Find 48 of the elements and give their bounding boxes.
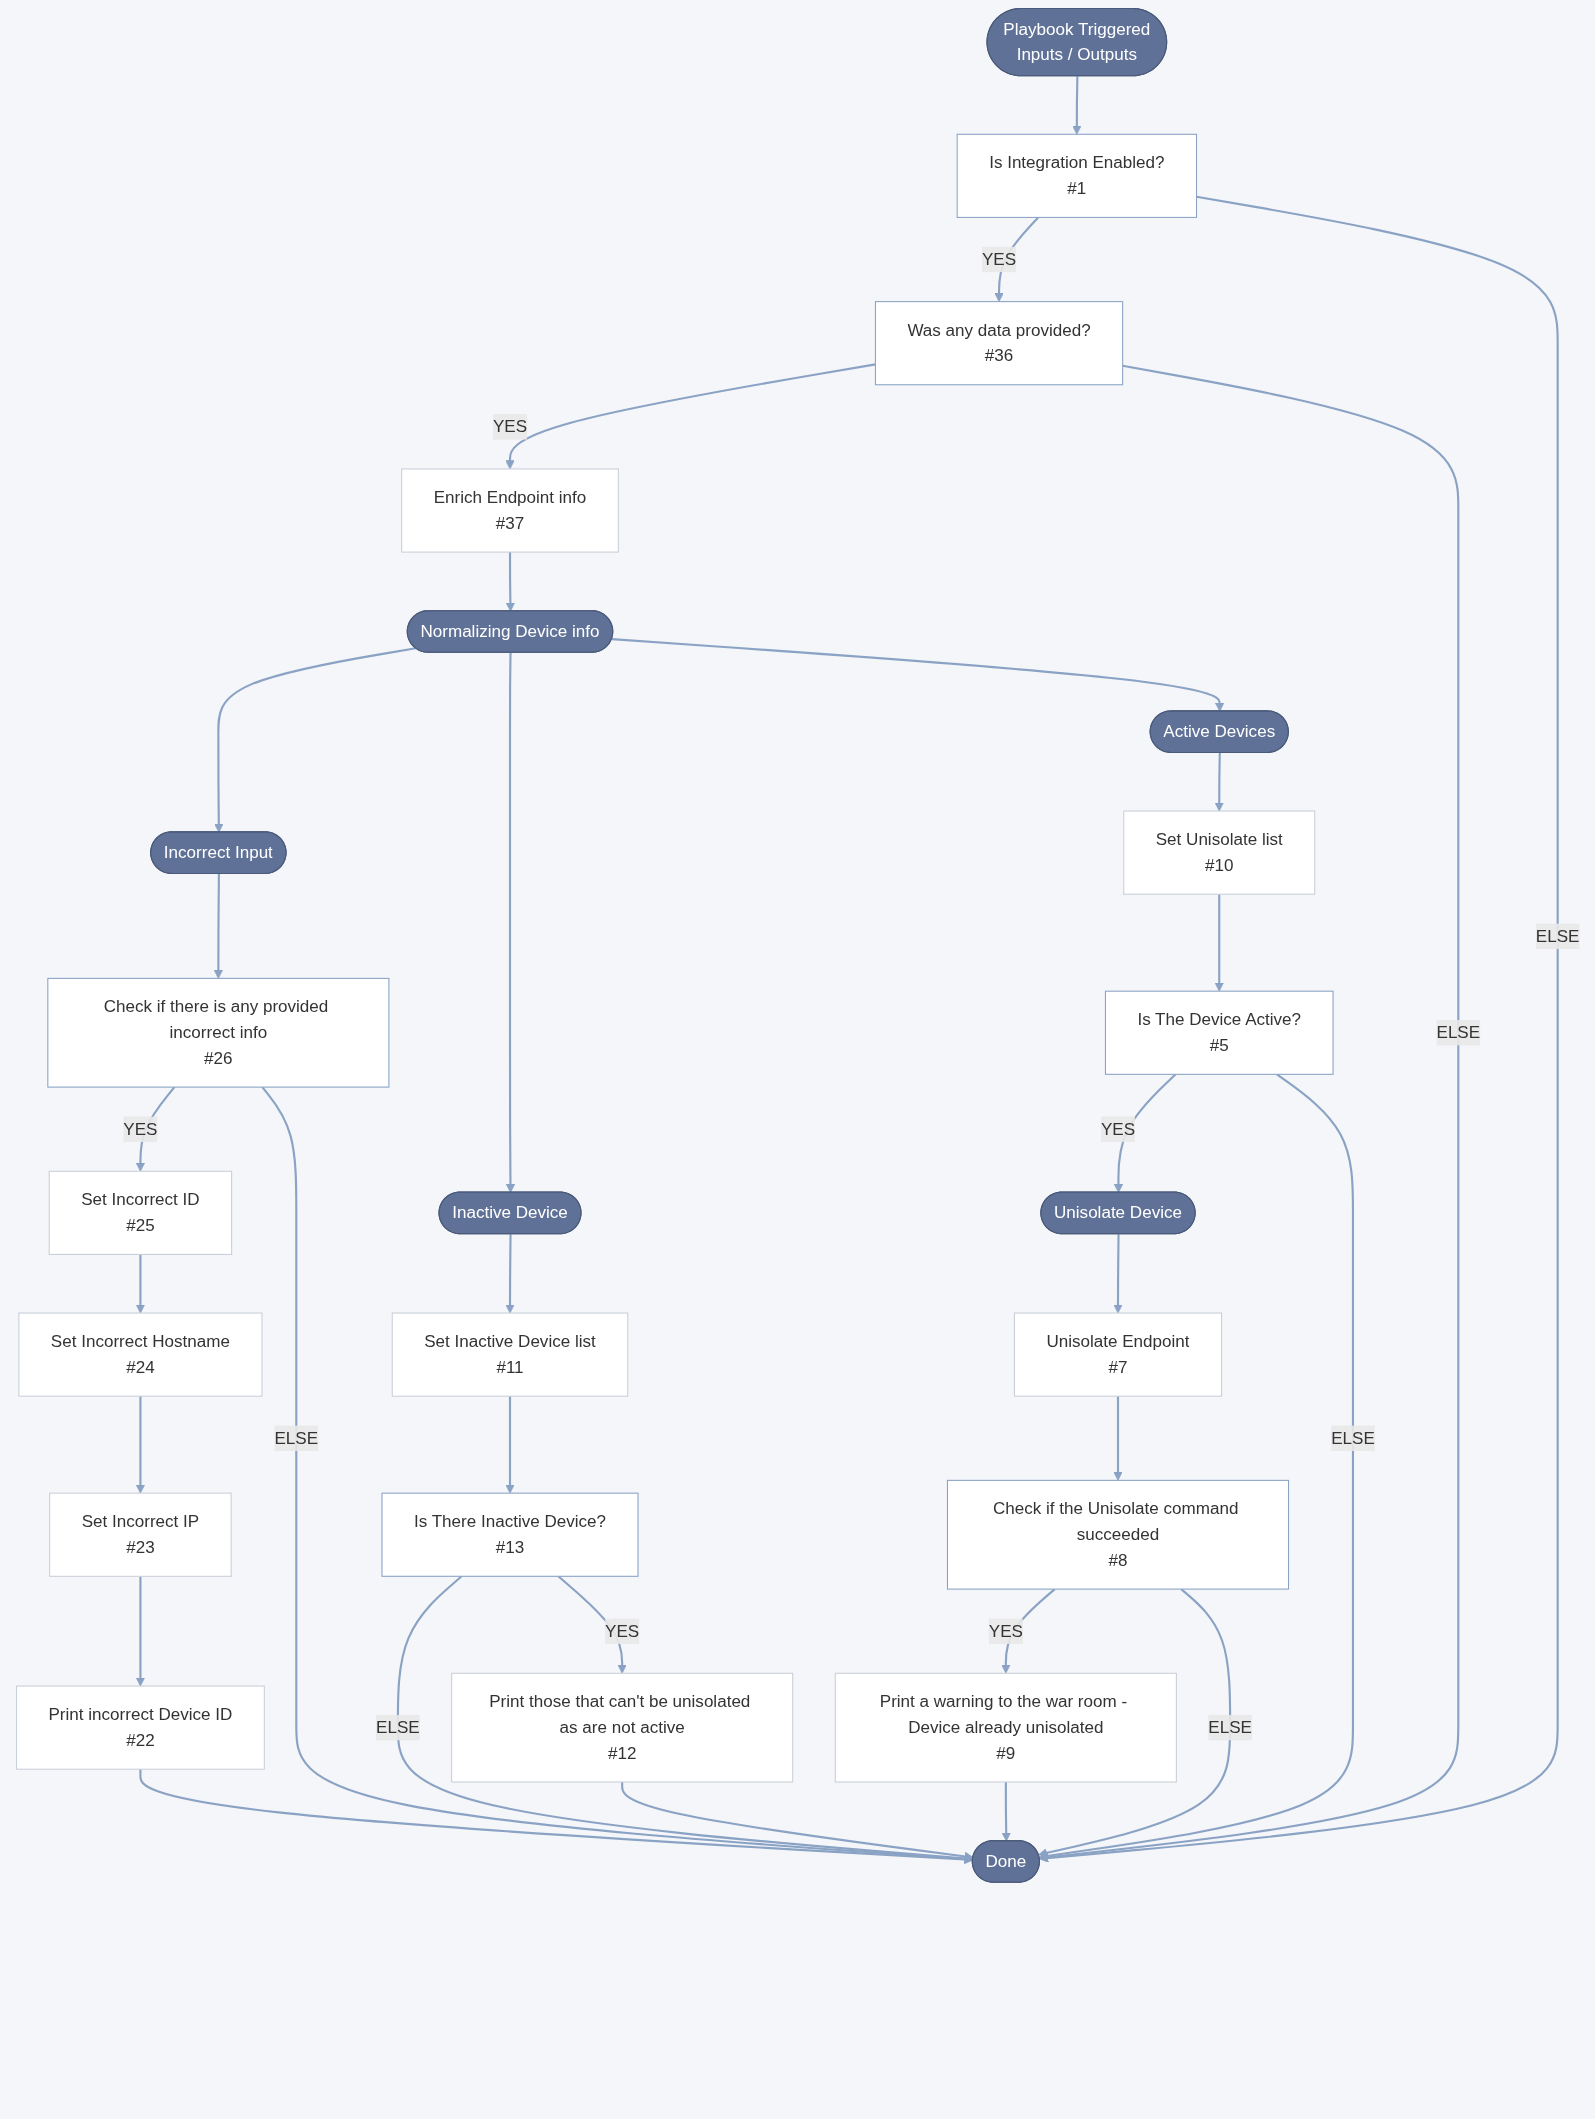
edge-label: YES — [492, 417, 527, 436]
arrow — [1001, 1782, 1011, 1842]
arrow — [1214, 752, 1224, 812]
edge-label: YES — [1100, 1119, 1135, 1138]
node-box: Print a warning to the war room - Device already unisolated #9 — [834, 1672, 1177, 1783]
edge-label: ELSE — [1207, 1718, 1252, 1737]
arrow — [505, 652, 515, 1194]
arrow — [1112, 1234, 1123, 1314]
arrow — [135, 1576, 145, 1687]
arrow — [1214, 894, 1224, 992]
node-box: Is The Device Active? #5 — [1104, 990, 1334, 1075]
arrow — [611, 638, 1224, 712]
node-box: Set Incorrect Hostname #24 — [17, 1312, 262, 1397]
arrow — [504, 1396, 515, 1494]
node-box: Is There Inactive Device? #13 — [380, 1492, 639, 1577]
edge-label: YES — [988, 1621, 1023, 1640]
arrow — [1038, 364, 1459, 1862]
arrow — [135, 1396, 145, 1494]
node-box: Print incorrect Device ID #22 — [15, 1685, 265, 1770]
edge-label: ELSE — [1436, 1023, 1480, 1042]
arrow — [138, 1769, 973, 1865]
node-box: Set Incorrect IP #23 — [48, 1492, 232, 1577]
node-box: Set Unisolate list #10 — [1122, 810, 1315, 895]
arrow — [213, 873, 223, 979]
node-box: Set Incorrect ID #25 — [48, 1170, 232, 1255]
node-box: Check if the Unisolate command succeeded #8 — [946, 1479, 1289, 1590]
arrow — [1038, 195, 1559, 1863]
node-box: Was any data provided? #36 — [874, 301, 1123, 386]
edge-label: ELSE — [375, 1718, 420, 1737]
arrow — [504, 1234, 515, 1314]
arrow — [1037, 1588, 1231, 1858]
node-box: Is Integration Enabled? #1 — [956, 133, 1197, 218]
arrow — [1112, 1396, 1123, 1481]
node-box: Print those that can't be unisolated as are not active #12 — [450, 1672, 793, 1783]
arrow — [505, 552, 515, 612]
edge-label: ELSE — [273, 1428, 318, 1447]
node-box: Unisolate Endpoint #7 — [1013, 1312, 1222, 1397]
edge-label: YES — [122, 1119, 157, 1138]
edge-label: ELSE — [1535, 926, 1579, 945]
arrow — [213, 647, 416, 833]
node-box: Check if there is any provided incorrect info #26 — [46, 977, 389, 1088]
edge-label: ELSE — [1330, 1428, 1375, 1447]
edge-label: YES — [604, 1621, 639, 1640]
arrow — [135, 1254, 145, 1314]
node-box: Set Inactive Device list #11 — [391, 1312, 628, 1397]
node-box: Enrich Endpoint info #37 — [400, 468, 619, 553]
arrow — [1071, 76, 1081, 135]
edge-label: YES — [981, 249, 1016, 269]
